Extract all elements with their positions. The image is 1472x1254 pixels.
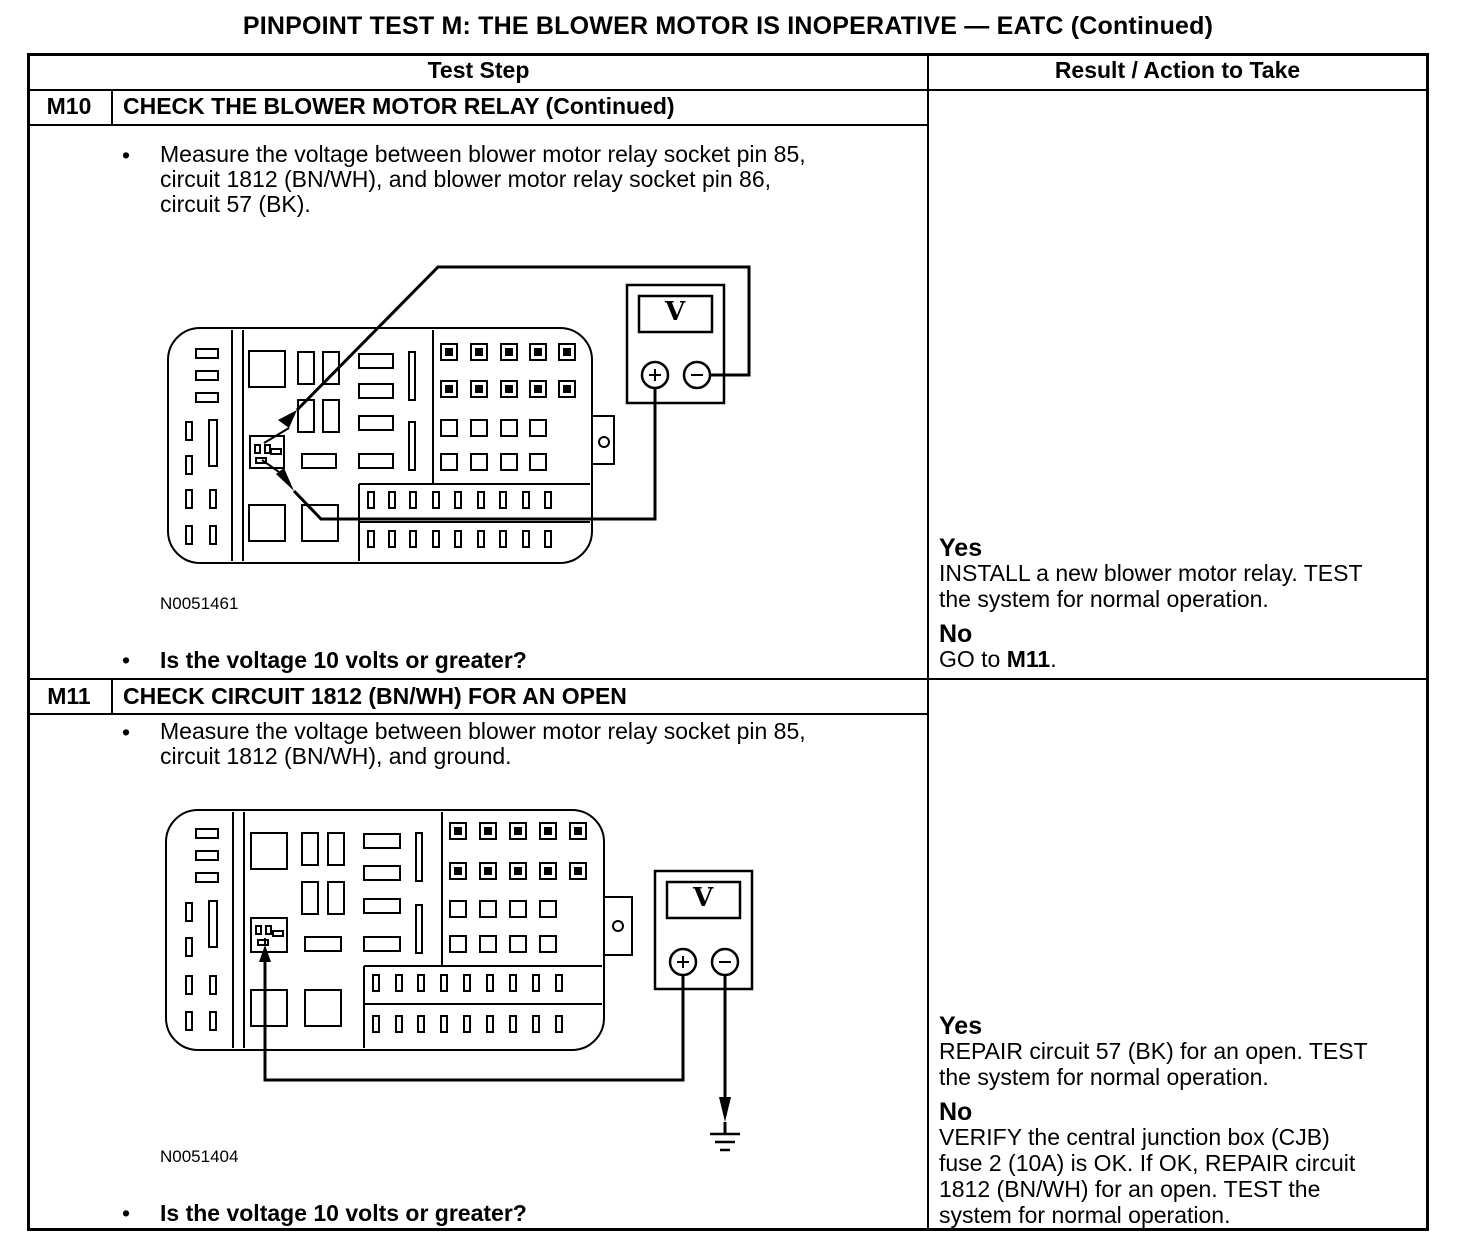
voltmeter-symbol: V [693,883,714,913]
step-instruction: Measure the voltage between blower motor… [160,718,806,769]
header-result-action: Result / Action to Take [1054,57,1301,83]
no-label: No [939,620,973,648]
yes-action: REPAIR circuit 57 (BK) for an open. TEST… [939,1038,1368,1090]
no-action-ref: M11 [1006,646,1051,672]
step-id: M11 [47,683,91,709]
step-title: CHECK THE BLOWER MOTOR RELAY (Continued) [123,93,675,119]
figure-id: N0051461 [160,594,239,613]
yes-label: Yes [939,1012,983,1040]
step-question: Is the voltage 10 volts or greater? [160,647,527,673]
step-id: M10 [46,93,92,119]
bullet-icon: • [122,1200,131,1226]
no-action: VERIFY the central junction box (CJB) fu… [939,1124,1356,1228]
voltmeter-symbol: V [665,297,686,327]
bullet-icon: • [122,142,131,168]
bullet-icon: • [122,647,131,673]
no-label: No [939,1098,973,1126]
yes-label: Yes [939,534,983,562]
bullet-icon: • [122,719,131,745]
step-question: Is the voltage 10 volts or greater? [160,1200,527,1226]
no-action: GO to M11. [939,646,1057,672]
step-instruction: Measure the voltage between blower motor… [160,141,806,217]
step-title: CHECK CIRCUIT 1812 (BN/WH) FOR AN OPEN [123,683,627,709]
page-title: PINPOINT TEST M: THE BLOWER MOTOR IS INO… [242,12,1214,40]
header-test-step: Test Step [427,57,530,83]
yes-action: INSTALL a new blower motor relay. TEST t… [939,560,1363,612]
figure-id: N0051404 [160,1147,239,1166]
